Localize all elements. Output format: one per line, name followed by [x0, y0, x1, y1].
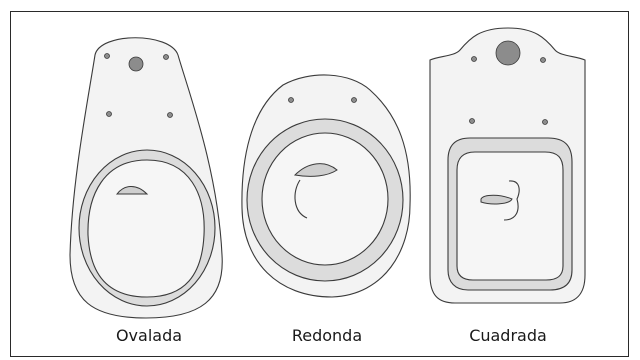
label-round: Redonda — [291, 326, 363, 345]
square-bolt-hole-mid-left — [469, 118, 475, 124]
square-inner-curve — [503, 180, 520, 221]
square-toilet-seat — [429, 27, 586, 304]
round-water-spot — [293, 163, 338, 177]
oval-bolt-hole-top-left — [104, 53, 110, 59]
oval-water-spot — [115, 186, 149, 195]
square-water-spot — [480, 194, 513, 205]
oval-toilet-seat — [69, 37, 223, 319]
label-square: Cuadrada — [469, 326, 547, 345]
square-bowl — [456, 151, 564, 281]
round-toilet-seat — [241, 74, 411, 298]
round-inner-curve — [294, 179, 308, 219]
oval-bolt-hole-top-right — [163, 54, 169, 60]
square-bolt-hole-top-left — [471, 56, 477, 62]
label-oval: Ovalada — [115, 326, 183, 345]
oval-bolt-hole-mid-right — [167, 112, 173, 118]
oval-bowl — [87, 159, 205, 298]
square-center-hole — [495, 40, 521, 66]
square-bolt-hole-mid-right — [542, 119, 548, 125]
round-bowl — [261, 132, 389, 266]
square-bolt-hole-top-right — [540, 57, 546, 63]
oval-bolt-hole-mid-left — [106, 111, 112, 117]
round-bolt-hole-right — [351, 97, 357, 103]
round-bolt-hole-left — [288, 97, 294, 103]
oval-center-hole — [128, 56, 144, 72]
